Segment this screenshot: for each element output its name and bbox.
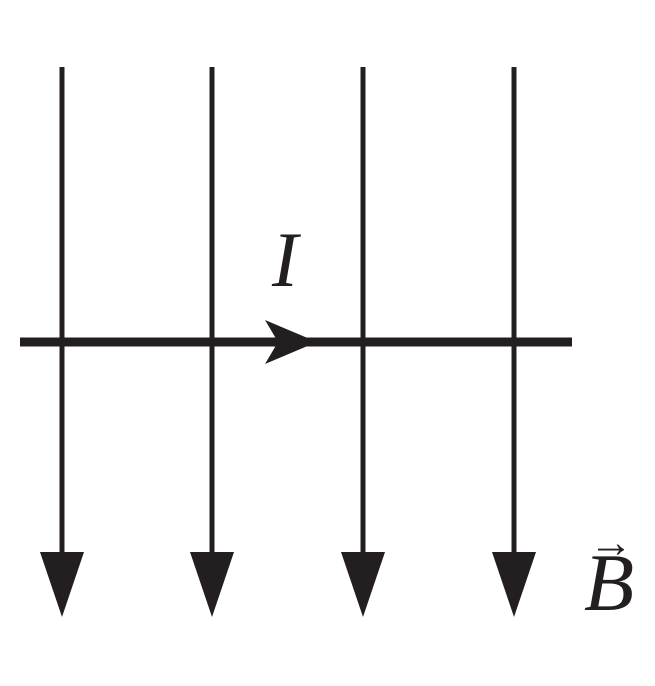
field-label: B xyxy=(584,537,634,628)
field-line-2 xyxy=(190,67,234,617)
down-arrowhead-icon xyxy=(40,552,84,617)
current-label: I xyxy=(271,216,302,303)
field-lines xyxy=(40,67,536,617)
down-arrowhead-icon xyxy=(492,552,536,617)
field-label-group: → B xyxy=(584,518,634,628)
field-vector-arrow: → xyxy=(589,518,633,567)
right-arrowhead-icon xyxy=(265,320,317,364)
field-line-3 xyxy=(341,67,385,617)
down-arrowhead-icon xyxy=(190,552,234,617)
field-line-4 xyxy=(492,67,536,617)
down-arrowhead-icon xyxy=(341,552,385,617)
field-line-1 xyxy=(40,67,84,617)
current-wire xyxy=(20,320,572,364)
